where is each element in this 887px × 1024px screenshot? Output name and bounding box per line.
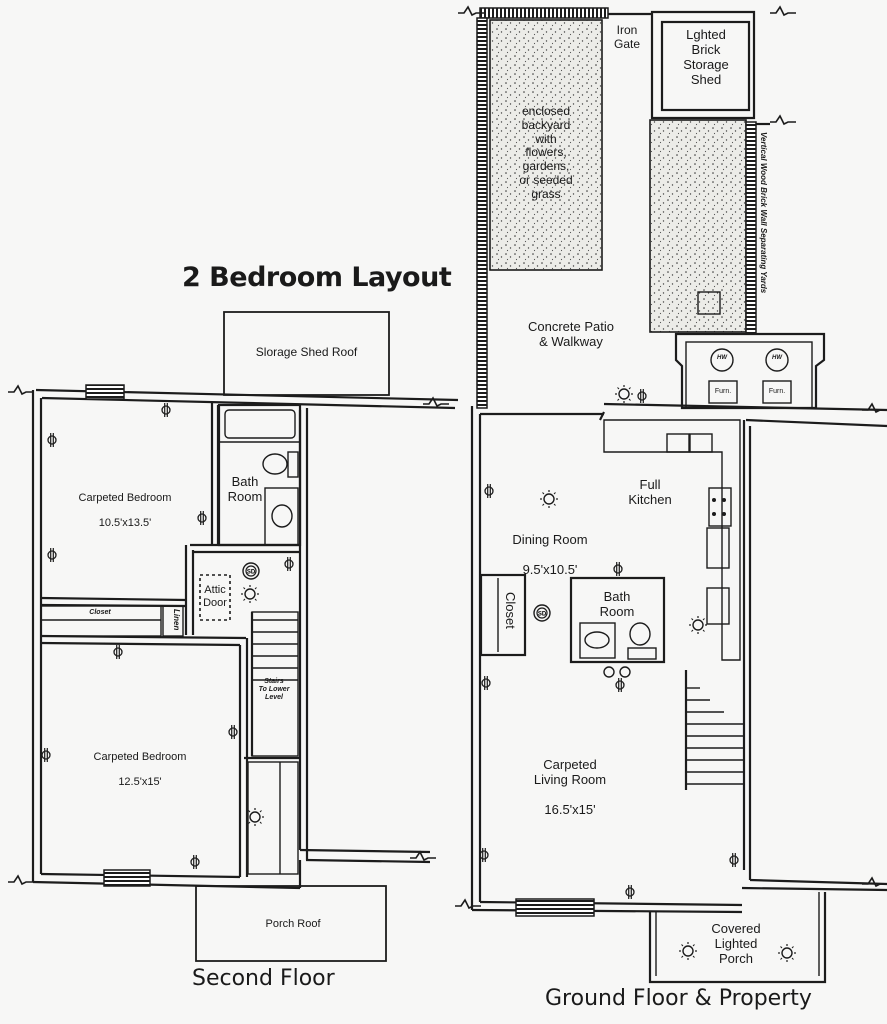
storage-shed-roof-label: Slorage Shed Roof — [255, 345, 358, 359]
water-heater-1-label: HW — [717, 355, 727, 361]
storage-shed-roof — [223, 311, 390, 396]
kitchen-label: Full Kitchen — [628, 477, 672, 507]
furnace-1-label: Furn. — [714, 388, 732, 395]
patio-label: Concrete Patio & Walkway — [528, 319, 614, 349]
iron-gate-label: Iron Gate — [613, 23, 640, 51]
window — [85, 384, 125, 400]
living-room-name: Carpeted Living Room — [533, 756, 607, 787]
stairs-to-lower-level-label: Stairs To Lower Level — [258, 678, 290, 702]
upstairs-bath-label: Bath Room — [227, 474, 263, 504]
bedroom-2-label: Carpeted Bedroom 12.5'x15' — [60, 738, 220, 801]
window — [103, 869, 151, 887]
bedroom-2-size: 12.5'x15' — [118, 775, 162, 788]
attic-door — [199, 574, 231, 621]
top-fence — [479, 7, 609, 19]
bedroom-1-size: 10.5'x13.5' — [98, 516, 152, 529]
linen-closet-label: Linen — [172, 609, 181, 631]
upstairs-closet-label: Closet — [89, 609, 111, 616]
dining-room-label: Dining Room 9.5'x10.5' — [495, 518, 605, 593]
storage-shed-label: Lghted Brick Storage Shed — [683, 27, 729, 87]
backyard-label: enclosed backyard with flowers, gardens,… — [519, 104, 573, 201]
bedroom-1-name: Carpeted Bedroom — [78, 491, 172, 504]
window — [515, 898, 595, 917]
living-room-label: Carpeted Living Room 16.5'x15' — [515, 743, 625, 833]
dining-room-name: Dining Room — [512, 531, 588, 547]
porch-roof-label: Porch Roof — [265, 918, 321, 930]
second-floor-walls — [31, 388, 459, 890]
bedroom-1-label: Carpeted Bedroom 10.5'x13.5' — [50, 479, 200, 542]
page-title: 2 Bedroom Layout — [182, 262, 452, 293]
ground-bath-label: Bath Room — [599, 589, 635, 619]
living-room-size: 16.5'x15' — [544, 801, 596, 817]
porch-label: Covered Lighted Porch — [711, 921, 761, 966]
attic-door-label: Attic Door — [203, 584, 227, 609]
second-floor-heading: Second Floor — [192, 966, 335, 991]
left-fence — [476, 17, 488, 409]
side-fence — [745, 121, 757, 335]
ground-floor-heading: Ground Floor & Property — [545, 986, 812, 1011]
backyard-area — [489, 19, 603, 271]
porch-roof — [195, 885, 387, 962]
fence-note-label: Vertical Wood Brick Wall Separating Yard… — [759, 132, 768, 294]
dining-room-size: 9.5'x10.5' — [522, 561, 578, 577]
second-floor-bath-fixtures — [217, 403, 302, 547]
water-heater-2-label: HW — [772, 355, 782, 361]
bedroom-2-name: Carpeted Bedroom — [93, 750, 187, 763]
ground-closet-label: Closet — [503, 592, 518, 629]
furnace-2-label: Furn. — [768, 388, 786, 395]
